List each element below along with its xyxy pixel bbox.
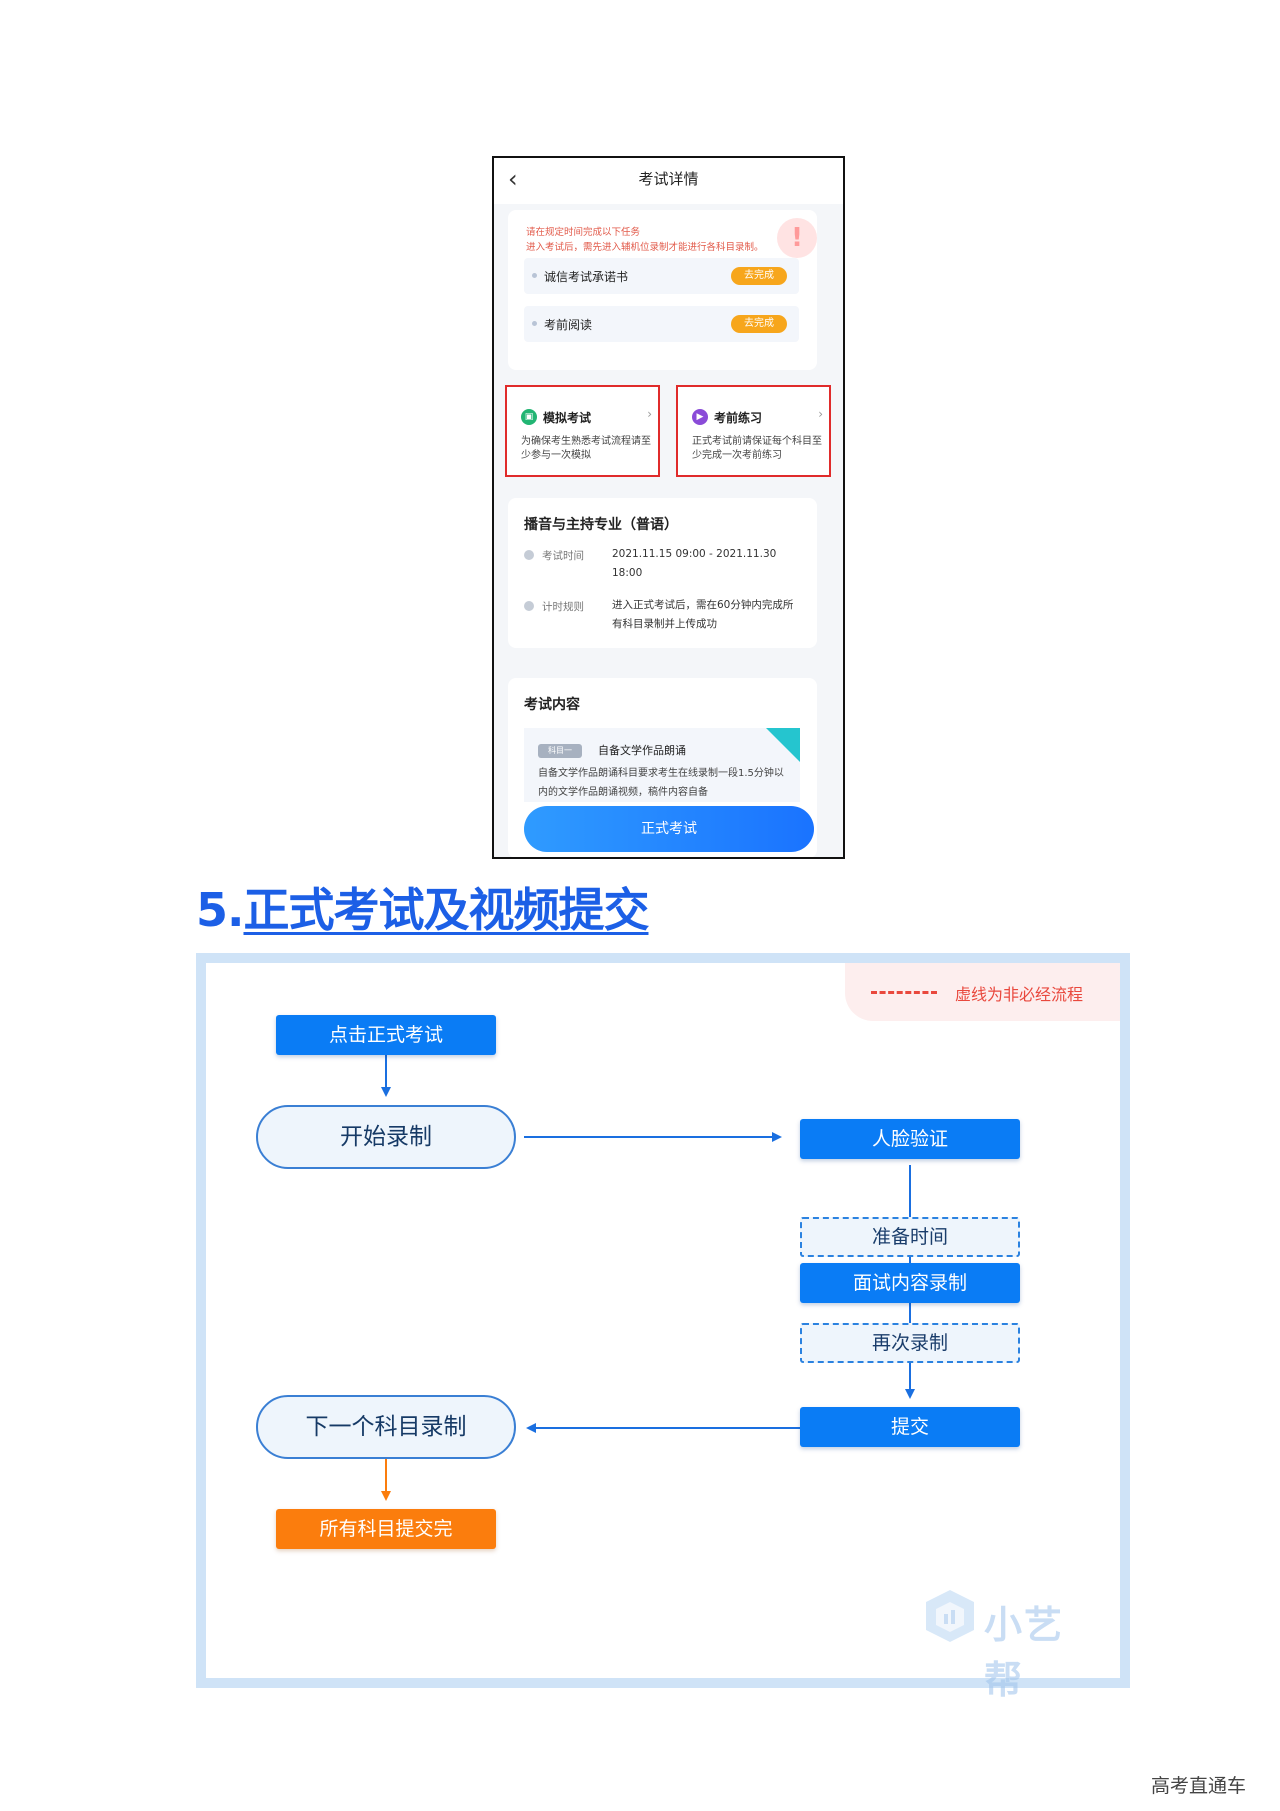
task-label: 诚信考试承诺书 bbox=[544, 270, 629, 284]
node-start-record: 开始录制 bbox=[256, 1105, 516, 1169]
footer-note: 高考直通车 bbox=[1151, 1775, 1247, 1797]
complete-pledge-button[interactable]: 去完成 bbox=[731, 267, 787, 285]
subject-desc: 自备文学作品朗诵科目要求考生在线录制一段1.5分钟以内的文学作品朗诵视频，稿件内… bbox=[538, 768, 784, 798]
chevron-left-icon[interactable]: ‹ bbox=[508, 165, 518, 193]
task-row-reading: 考前阅读 去完成 bbox=[524, 306, 799, 342]
legend: 虚线为非必经流程 bbox=[845, 963, 1120, 1021]
task-label: 考前阅读 bbox=[544, 318, 593, 332]
flow-connectors bbox=[381, 1051, 915, 1501]
mock-exam-title: 模拟考试 bbox=[543, 411, 592, 425]
node-re-record: 再次录制 bbox=[800, 1323, 1020, 1363]
timer-rule-value: 进入正式考试后，需在60分钟内完成所有科目录制并上传成功 bbox=[612, 599, 794, 630]
practice-title: 考前练习 bbox=[714, 411, 763, 425]
brand-logo: 小艺帮 bbox=[924, 1588, 1084, 1702]
practice-play-icon: ▶ bbox=[692, 409, 708, 425]
task-row-pledge: 诚信考试承诺书 去完成 bbox=[524, 258, 799, 294]
logo-mark-icon bbox=[926, 1590, 974, 1642]
bullet-dot-icon bbox=[532, 321, 537, 326]
complete-reading-button[interactable]: 去完成 bbox=[731, 315, 787, 333]
page-title: 考试详情 bbox=[638, 170, 699, 188]
subject-tag: 科目一 bbox=[538, 744, 582, 758]
node-face-verify: 人脸验证 bbox=[800, 1119, 1020, 1159]
mock-exam-card[interactable]: ▣ 模拟考试 › 为确保考生熟悉考试流程请至少参与一次模拟 bbox=[505, 385, 660, 477]
task-hint-line1: 请在规定时间完成以下任务 bbox=[526, 227, 641, 238]
exam-title: 播音与主持专业（普语） bbox=[524, 517, 678, 533]
chevron-right-icon: › bbox=[818, 407, 823, 421]
phone-screenshot: ‹ 考试详情 请在规定时间完成以下任务 进入考试后，需先进入辅机位录制才能进行各… bbox=[492, 156, 845, 859]
node-next-subject: 下一个科目录制 bbox=[256, 1395, 516, 1459]
phone-header: ‹ 考试详情 bbox=[494, 158, 843, 204]
timer-rule-icon bbox=[524, 601, 534, 611]
subject-name: 自备文学作品朗诵 bbox=[598, 744, 686, 757]
bullet-dot-icon bbox=[532, 273, 537, 278]
exam-content-title: 考试内容 bbox=[524, 697, 580, 713]
exam-time-label: 考试时间 bbox=[542, 550, 584, 562]
mock-exam-desc: 为确保考生熟悉考试流程请至少参与一次模拟 bbox=[521, 436, 651, 461]
legend-text: 虚线为非必经流程 bbox=[955, 985, 1084, 1004]
node-interview-record: 面试内容录制 bbox=[800, 1263, 1020, 1303]
section-heading: 5.正式考试及视频提交 bbox=[196, 874, 649, 940]
node-prep-time: 准备时间 bbox=[800, 1217, 1020, 1257]
chevron-right-icon: › bbox=[647, 407, 652, 421]
flow-diagram: 虚线为非必经流程 点击正式考试 开始录制 人脸验证 准备时间 面试内容录制 再次… bbox=[196, 953, 1130, 1702]
node-click-start: 点击正式考试 bbox=[276, 1015, 496, 1055]
section-number: 5. bbox=[196, 883, 244, 937]
task-hint-line2: 进入考试后，需先进入辅机位录制才能进行各科目录制。 bbox=[526, 242, 764, 253]
practice-desc: 正式考试前请保证每个科目至少完成一次考前练习 bbox=[692, 436, 822, 461]
clock-icon bbox=[524, 550, 534, 560]
logo-text: 小艺帮 bbox=[984, 1603, 1065, 1702]
corner-badge-icon bbox=[766, 728, 800, 762]
timer-rule-label: 计时规则 bbox=[542, 601, 584, 613]
task-card: 请在规定时间完成以下任务 进入考试后，需先进入辅机位录制才能进行各科目录制。 !… bbox=[508, 210, 817, 370]
start-exam-button[interactable]: 正式考试 bbox=[524, 806, 814, 852]
mock-exam-icon: ▣ bbox=[521, 409, 537, 425]
node-all-done: 所有科目提交完 bbox=[276, 1509, 496, 1549]
dashed-line-sample bbox=[871, 991, 937, 994]
section-title: 正式考试及视频提交 bbox=[243, 883, 649, 937]
practice-card[interactable]: ▶ 考前练习 › 正式考试前请保证每个科目至少完成一次考前练习 bbox=[676, 385, 831, 477]
exam-time-value: 2021.11.15 09:00 - 2021.11.30 18:00 bbox=[612, 548, 777, 579]
warning-icon: ! bbox=[777, 218, 817, 258]
node-submit: 提交 bbox=[800, 1407, 1020, 1447]
subject-item[interactable]: 科目一 自备文学作品朗诵 自备文学作品朗诵科目要求考生在线录制一段1.5分钟以内… bbox=[524, 728, 800, 802]
exam-info-card: 播音与主持专业（普语） 考试时间 2021.11.15 09:00 - 2021… bbox=[508, 498, 817, 648]
